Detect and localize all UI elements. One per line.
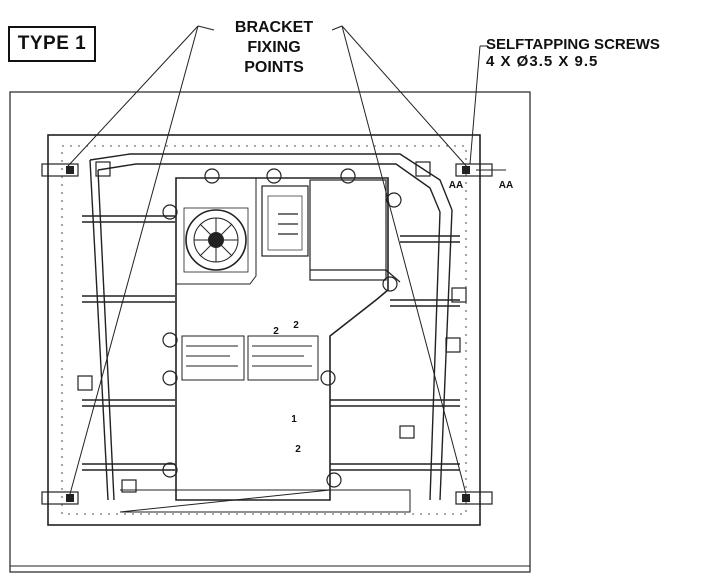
bracket-callout-line-2: FIXING (247, 39, 301, 56)
cable-grommets (162, 168, 402, 488)
panel-number-middle: 1 (291, 414, 297, 425)
panel-number-upper-right: 2 (273, 326, 279, 337)
bracket-callout-line-3: POINTS (244, 59, 304, 76)
fan-compartment (176, 178, 257, 285)
screws-callout-line-1: SELFTAPPING SCREWS (486, 36, 660, 53)
schematic-label-right (247, 335, 319, 381)
bracket-bottom-left (41, 491, 79, 505)
control-board (175, 177, 389, 501)
type-label: TYPE 1 (8, 26, 96, 62)
bracket-bottom-right (455, 491, 493, 505)
terminal-module (261, 185, 309, 257)
panel-number-top: 2 (293, 320, 299, 331)
cable-clips (77, 161, 467, 493)
panel-number-bottom: 2 (295, 444, 301, 455)
terminal-strip (119, 489, 411, 513)
outer-frame (9, 91, 531, 573)
selftapping-screws-callout: SELFTAPPING SCREWS 4 X Ø3.5 X 9.5 (486, 36, 722, 70)
fan-icon (183, 207, 249, 273)
bracket-leader-lines (67, 25, 469, 495)
section-mark-aa-right: AA (498, 180, 514, 191)
cable-duct-frame (82, 153, 460, 501)
relay-module (309, 179, 401, 283)
bracket-fixing-points-callout: BRACKET FIXING POINTS (214, 18, 334, 78)
bracket-top-left (41, 163, 79, 177)
section-mark-aa-left: AA (448, 180, 464, 191)
bracket-callout-line-1: BRACKET (234, 19, 314, 36)
mounting-plate (47, 134, 481, 526)
screws-leader-line (469, 45, 488, 165)
screws-callout-line-2: 4 X Ø3.5 X 9.5 (486, 53, 599, 70)
schematic-label-left (181, 335, 245, 381)
plate-hole-pattern (61, 145, 467, 515)
